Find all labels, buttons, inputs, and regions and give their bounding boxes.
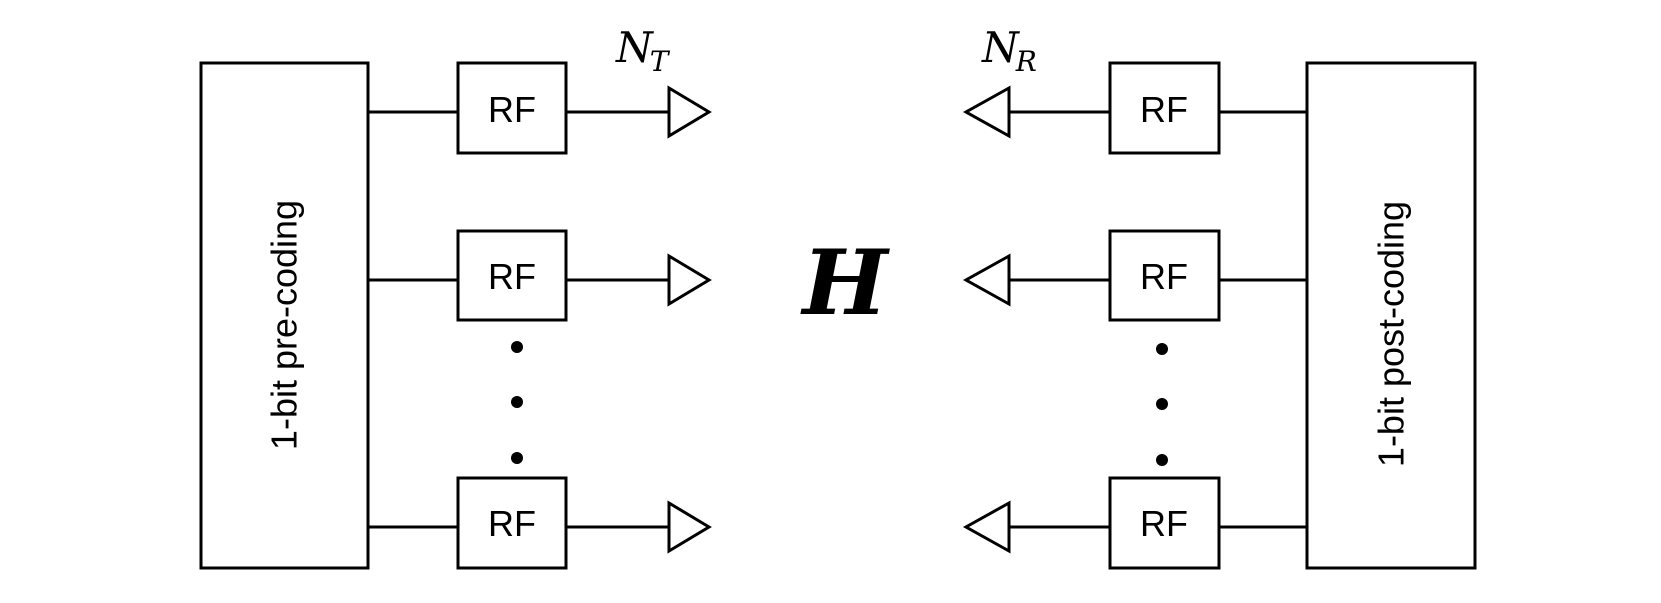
tx-antenna-icon [667, 500, 712, 554]
channel-matrix-label: H [799, 230, 890, 336]
tx-antenna-icon [667, 253, 712, 307]
tx-branch: RF [368, 229, 712, 322]
tx-ellipsis-dot [511, 396, 523, 408]
rx-branch: RF [962, 476, 1307, 570]
rx-antenna-icon [962, 85, 1011, 139]
tx-rf-label: RF [488, 89, 536, 130]
rx-antenna-icon [962, 253, 1011, 307]
tx-ellipsis-dot [511, 341, 523, 353]
precoding-label: 1-bit pre-coding [264, 200, 305, 450]
tx-rf-label: RF [488, 503, 536, 544]
rx-antenna-icon [962, 500, 1011, 554]
tx-branch: RF [368, 61, 712, 155]
tx-ellipsis-dot [511, 452, 523, 464]
tx-antenna-icon [667, 85, 712, 139]
rx-rf-block [1108, 229, 1221, 322]
rx-rf-label: RF [1140, 89, 1188, 130]
rx-ellipsis-dot [1156, 398, 1168, 410]
rx-branch: RF [962, 229, 1307, 322]
postcoding-block [1305, 61, 1477, 570]
rx-antenna-count-label: NR [981, 23, 1037, 78]
rx-ellipsis-dot [1156, 454, 1168, 466]
precoding-block [199, 61, 370, 570]
tx-rf-block [456, 476, 568, 570]
rx-ellipsis-dot [1156, 343, 1168, 355]
tx-rf-label: RF [488, 256, 536, 297]
rx-rf-label: RF [1140, 503, 1188, 544]
tx-antenna-count-label: NT [615, 23, 671, 78]
postcoding-label: 1-bit post-coding [1371, 201, 1412, 467]
rx-rf-block [1108, 61, 1221, 155]
rx-branch: RF [962, 61, 1307, 155]
tx-rf-block [456, 61, 568, 155]
tx-rf-block [456, 229, 568, 322]
rx-rf-label: RF [1140, 256, 1188, 297]
tx-branch: RF [368, 476, 712, 570]
rx-rf-block [1108, 476, 1221, 570]
